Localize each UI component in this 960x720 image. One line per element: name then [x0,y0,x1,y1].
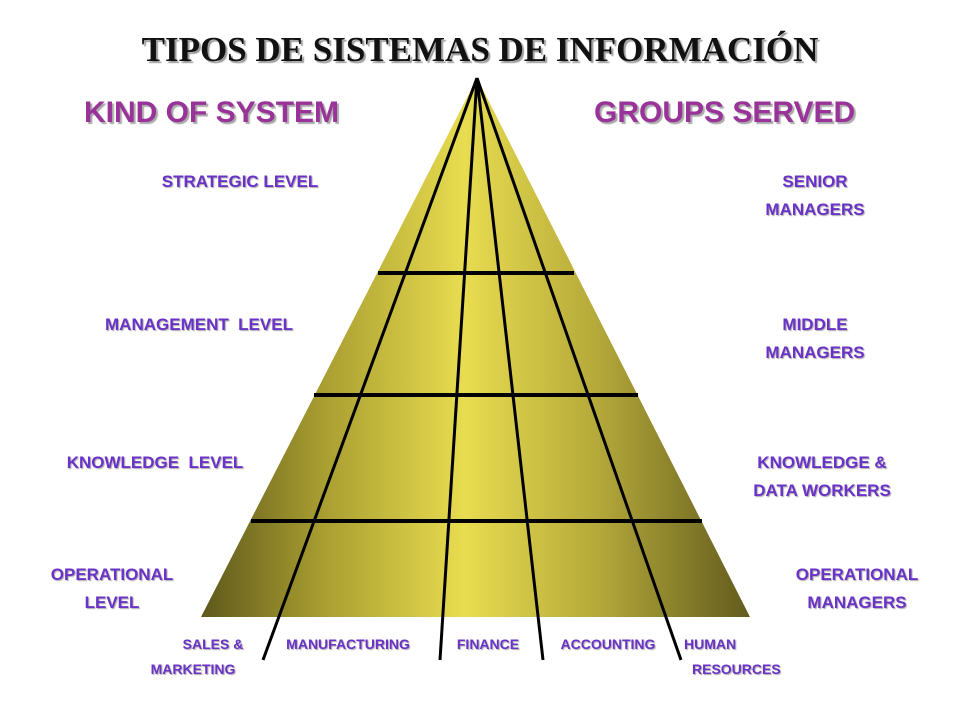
middle-managers-label: MIDDLE MANAGERS [735,311,895,367]
operational-managers-line1: OPERATIONAL [795,565,919,584]
strategic-level-label: STRATEGIC LEVEL [120,168,360,196]
divider-accounting-human-resources [475,77,683,661]
function-finance: FINANCE [442,632,534,657]
knowledge-workers-line1: KNOWLEDGE & [757,453,887,472]
finance-text: FINANCE [456,636,520,652]
divider-sales-manufacturing [261,77,479,661]
middle-managers-line1: MIDDLE [782,315,848,334]
operational-level-line2: LEVEL [84,593,140,612]
kind-of-system-header: KIND OF SYSTEM [84,96,340,129]
function-accounting: ACCOUNTING [546,632,670,657]
middle-managers-line2: MANAGERS [765,343,865,362]
operational-managers-line2: MANAGERS [807,593,907,612]
strategic-level-text: STRATEGIC LEVEL [161,172,319,191]
knowledge-level-label: KNOWLEDGE LEVEL [20,449,290,477]
groups-served-header: GROUPS SERVED [594,96,856,129]
divider-finance-accounting [475,77,545,661]
function-dividers [261,77,683,661]
slide-title: TIPOS DE SISTEMAS DE INFORMACIÓN [141,30,819,69]
function-manufacturing: MANUFACTURING [268,632,428,657]
knowledge-data-workers-label: KNOWLEDGE & DATA WORKERS [712,449,932,505]
knowledge-level-text: KNOWLEDGE LEVEL [66,453,244,472]
sales-line2: MARKETING [150,661,236,677]
manufacturing-text: MANUFACTURING [286,636,410,652]
human-line2: RESOURCES [692,661,781,677]
operational-managers-label: OPERATIONAL MANAGERS [762,561,952,617]
management-level-label: MANAGEMENT LEVEL [64,311,334,339]
accounting-text: ACCOUNTING [560,636,656,652]
human-line1: HUMAN [684,636,737,652]
operational-level-label: OPERATIONAL LEVEL [22,561,202,617]
senior-managers-line1: SENIOR [782,172,848,191]
function-sales-marketing: SALES & MARKETING [128,632,258,682]
divider-manufacturing-finance [438,77,479,661]
pyramid-body [201,78,750,617]
operational-level-line1: OPERATIONAL [50,565,174,584]
management-level-text: MANAGEMENT LEVEL [105,315,293,334]
level-dividers [251,271,702,523]
sales-line1: SALES & [182,636,244,652]
knowledge-workers-line2: DATA WORKERS [753,481,891,500]
senior-managers-label: SENIOR MANAGERS [735,168,895,224]
senior-managers-line2: MANAGERS [765,200,865,219]
function-human-resources: HUMAN RESOURCES [676,632,808,682]
